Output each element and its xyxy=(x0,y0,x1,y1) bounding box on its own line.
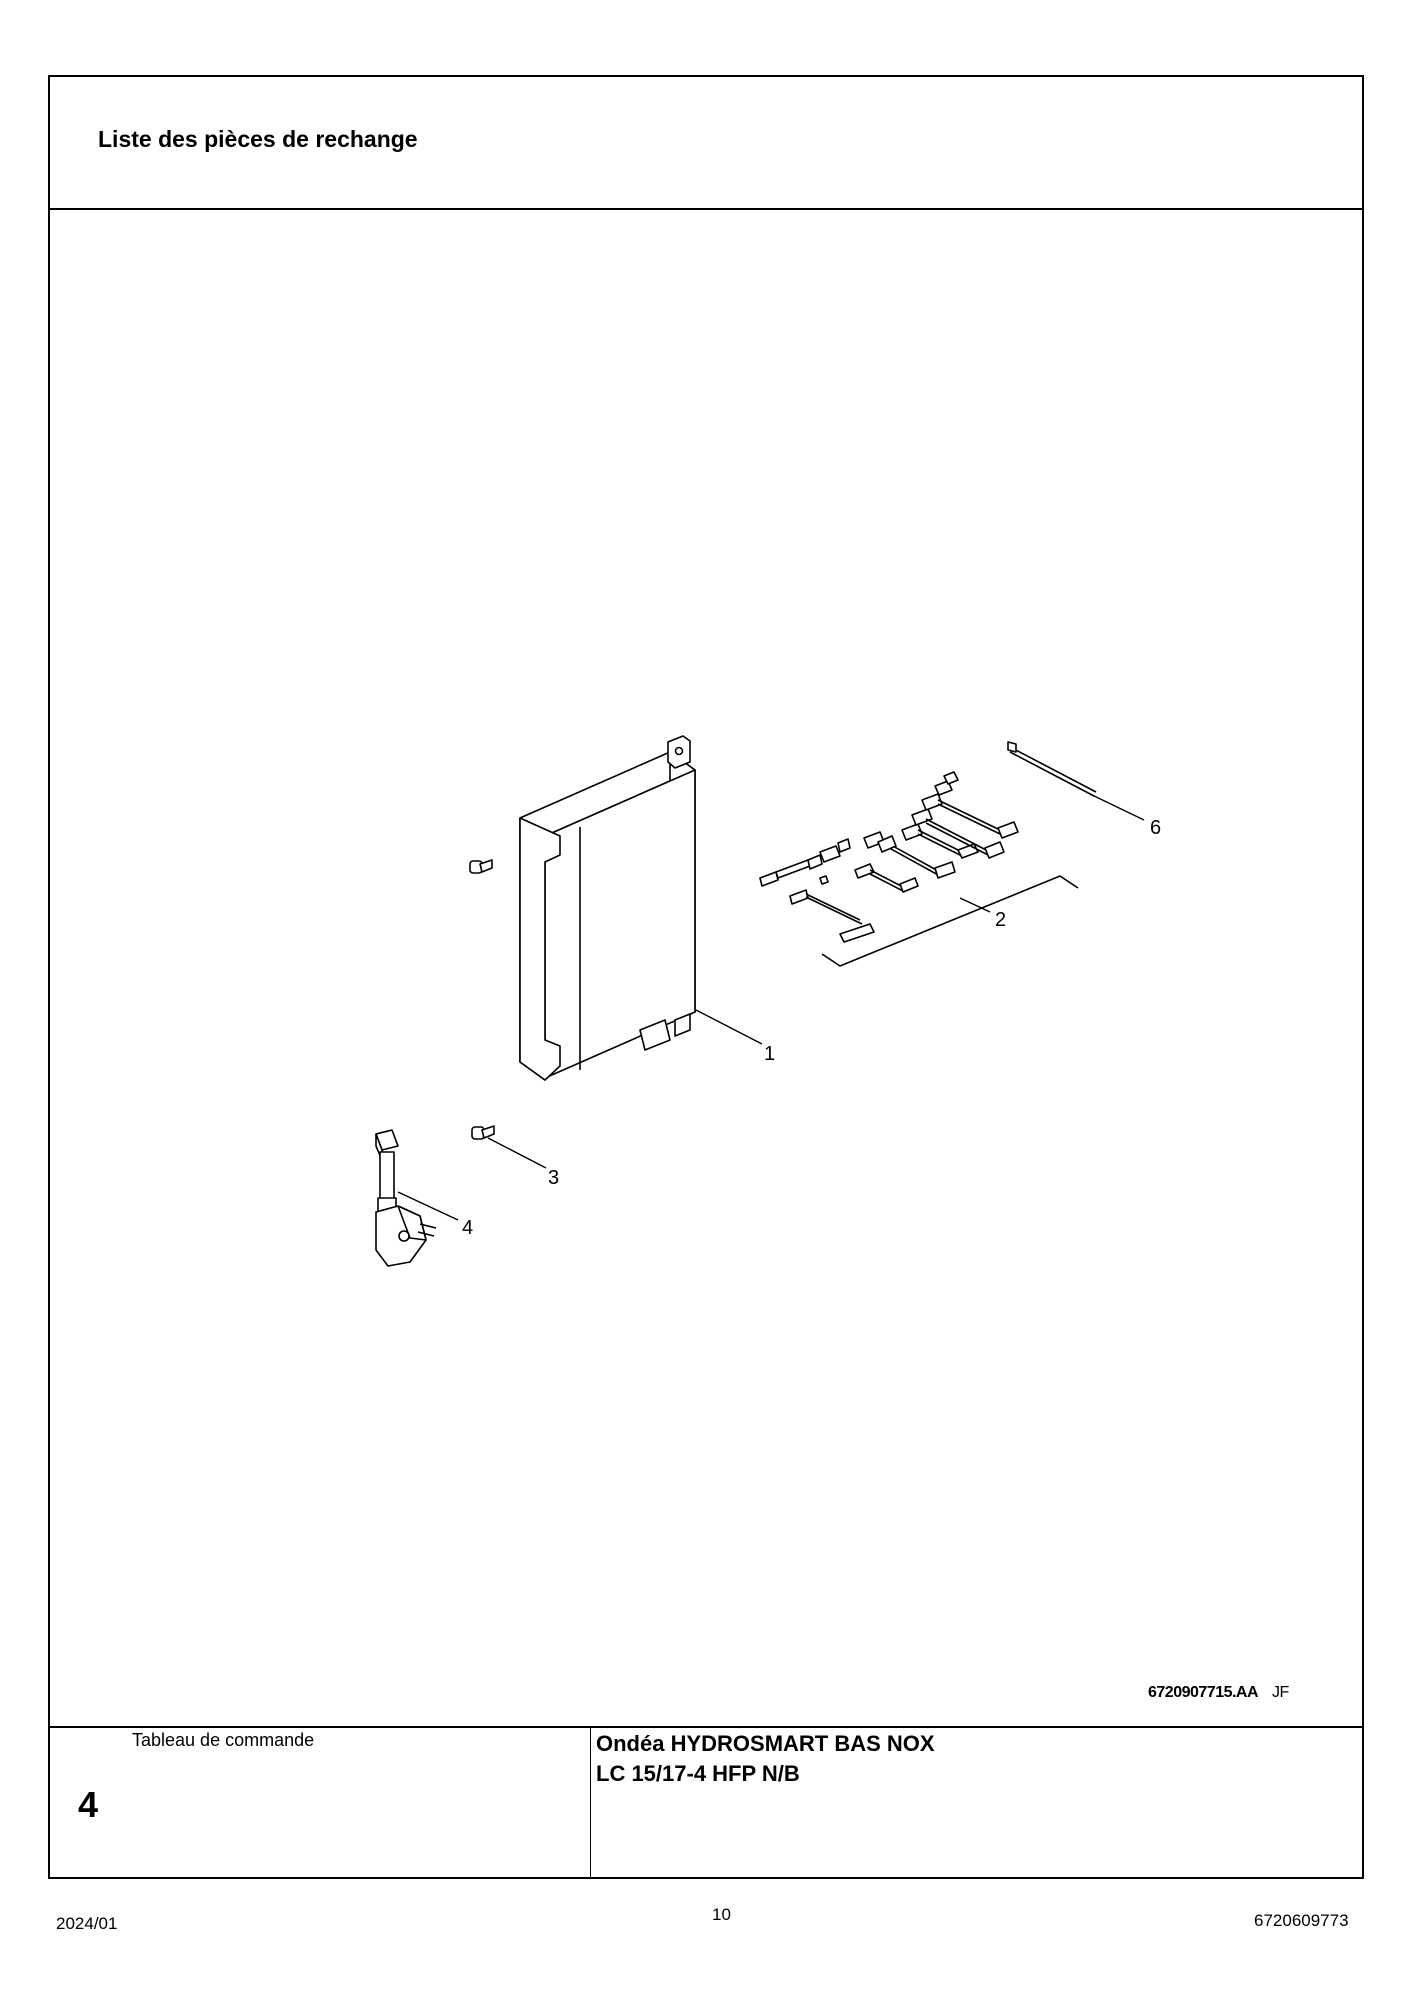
page-frame xyxy=(48,75,1364,1879)
model-name-line1: Ondéa HYDROSMART BAS NOX xyxy=(596,1731,935,1756)
drawing-reference-number: 6720907715.AA xyxy=(1148,1684,1259,1701)
footer-column-divider xyxy=(590,1726,591,1879)
sensor-rod-part xyxy=(1007,741,1097,797)
edition-date: 2024/01 xyxy=(56,1914,118,1933)
model-name-line2: LC 15/17-4 HFP N/B xyxy=(596,1761,800,1786)
page-number: 10 xyxy=(712,1905,731,1924)
wiring-harness-part xyxy=(759,771,1019,943)
section-label: Tableau de commande xyxy=(132,1730,315,1750)
callout-6: 6 xyxy=(1150,817,1161,839)
page-title: Liste des pièces de rechange xyxy=(98,126,418,152)
callout-3: 3 xyxy=(548,1167,559,1189)
screw-part xyxy=(469,859,495,1140)
power-cable-part xyxy=(375,1129,437,1267)
drawing-reference: 6720907715.AA JF xyxy=(1148,1684,1289,1702)
document-number: 6720609773 xyxy=(1254,1911,1349,1930)
section-number: 4 xyxy=(78,1784,99,1825)
callout-labels: 1 2 3 4 6 xyxy=(462,817,1161,1239)
header-divider xyxy=(48,208,1364,210)
drawing-author: JF xyxy=(1272,1684,1289,1701)
control-box-part xyxy=(519,735,696,1081)
callout-2: 2 xyxy=(995,909,1006,931)
footer-divider xyxy=(48,1726,1364,1728)
callout-1: 1 xyxy=(764,1043,775,1065)
callout-4: 4 xyxy=(462,1217,473,1239)
